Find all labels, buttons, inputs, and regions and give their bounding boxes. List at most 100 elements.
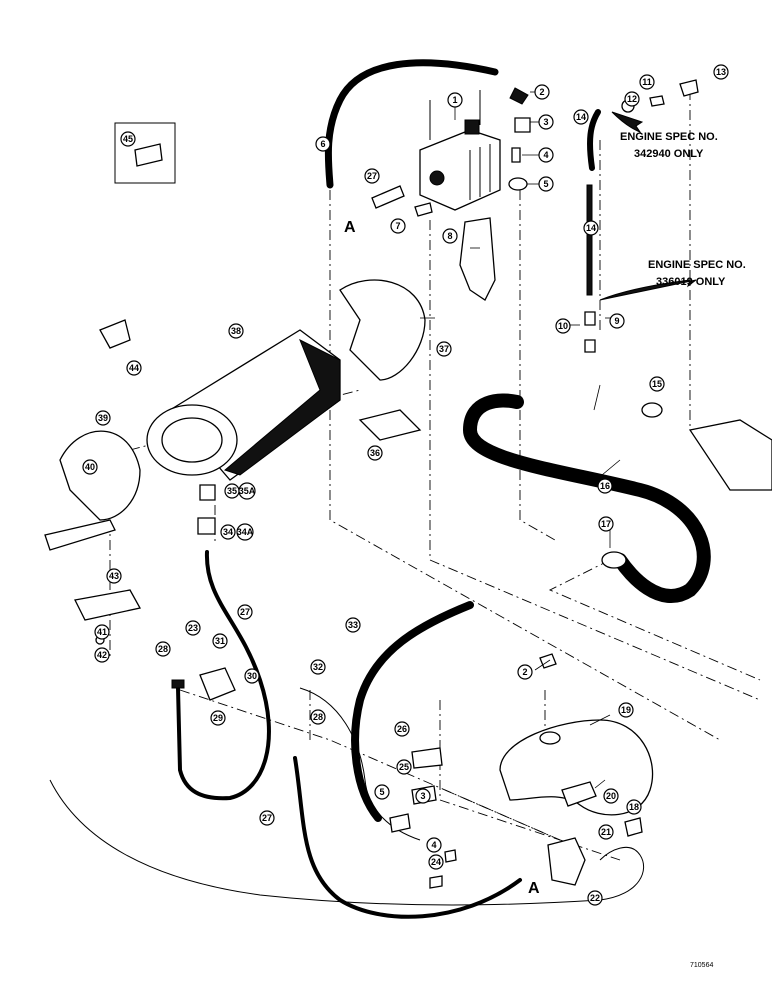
callout-label: 38 [231, 326, 241, 336]
callout-15: 15 [649, 376, 665, 392]
drawing-number: 710564 [690, 962, 713, 969]
callout-3: 3 [538, 114, 554, 130]
callout-14: 14 [573, 109, 589, 125]
callout-label: 35A [239, 486, 256, 496]
callout-42: 42 [94, 647, 110, 663]
callout-label: 3 [420, 791, 425, 801]
callout-35: 35 [224, 483, 240, 499]
callout-bubbles: 1234562778111213141491045373836441516394… [82, 64, 729, 906]
callout-33: 33 [345, 617, 361, 633]
callout-24: 24 [428, 854, 444, 870]
right-fittings [584, 79, 772, 569]
callout-28: 28 [310, 709, 326, 725]
callout-label: 3 [543, 117, 548, 127]
callout-20: 20 [603, 788, 619, 804]
callout-9: 9 [609, 313, 625, 329]
callout-label: 32 [313, 662, 323, 672]
callout-label: 12 [627, 94, 637, 104]
callout-34a: 34A [236, 523, 254, 541]
callout-label: 27 [240, 607, 250, 617]
callout-40: 40 [82, 459, 98, 475]
callout-label: 33 [348, 620, 358, 630]
callout-label: 19 [621, 705, 631, 715]
callout-label: 40 [85, 462, 95, 472]
callout-39: 39 [95, 410, 111, 426]
callout-31: 31 [212, 633, 228, 649]
fuel-filter [171, 484, 236, 701]
callout-label: 5 [543, 179, 548, 189]
callout-label: 25 [399, 762, 409, 772]
callout-5: 5 [374, 784, 390, 800]
callout-13: 13 [713, 64, 729, 80]
callout-43: 43 [106, 568, 122, 584]
callout-label: 27 [262, 813, 272, 823]
callout-25: 25 [396, 759, 412, 775]
callout-label: 15 [652, 379, 662, 389]
callout-label: 36 [370, 448, 380, 458]
callout-label: 7 [395, 221, 400, 231]
callout-32: 32 [310, 659, 326, 675]
callout-6: 6 [315, 136, 331, 152]
callout-27: 27 [364, 168, 380, 184]
callout-label: 31 [215, 636, 225, 646]
callout-26: 26 [394, 721, 410, 737]
line-22 [49, 779, 645, 906]
callout-label: 35 [227, 486, 237, 496]
callout-29: 29 [210, 710, 226, 726]
callout-41: 41 [94, 624, 110, 640]
callout-label: 42 [97, 650, 107, 660]
callout-label: 11 [642, 77, 652, 87]
hose-27-lower [293, 756, 522, 919]
callout-label: 45 [123, 134, 133, 144]
callout-10: 10 [555, 318, 571, 334]
callout-14: 14 [583, 220, 599, 236]
callout-19: 19 [618, 702, 634, 718]
callout-17: 17 [598, 516, 614, 532]
callout-45: 45 [120, 131, 136, 147]
callout-label: 6 [320, 139, 325, 149]
callout-label: 9 [614, 316, 619, 326]
callout-label: 37 [439, 344, 449, 354]
band-clamps [44, 279, 426, 551]
hose-27-upper [176, 550, 271, 801]
callout-34: 34 [220, 524, 236, 540]
callout-label: 30 [247, 671, 257, 681]
spec-label-b-line2: 336019 ONLY [656, 276, 726, 288]
thermostat-housing [419, 90, 501, 211]
callout-2: 2 [517, 664, 533, 680]
callout-11: 11 [639, 74, 655, 90]
callout-label: 17 [601, 519, 611, 529]
callout-label: 24 [431, 857, 441, 867]
callout-18: 18 [626, 799, 642, 815]
fittings-top [371, 87, 531, 301]
hose-6 [324, 59, 499, 189]
callout-label: 34 [223, 527, 233, 537]
callout-label: 8 [447, 231, 452, 241]
callout-label: 2 [522, 667, 527, 677]
callout-label: 21 [601, 827, 611, 837]
callout-label: 34A [237, 527, 254, 537]
callout-30: 30 [244, 668, 260, 684]
annotations: ENGINE SPEC NO. 342940 ONLY ENGINE SPEC … [344, 131, 746, 969]
callout-28: 28 [155, 641, 171, 657]
callout-label: 27 [367, 171, 377, 181]
connection-letter-top: A [344, 219, 356, 236]
callout-label: 20 [606, 791, 616, 801]
callout-27: 27 [259, 810, 275, 826]
callout-7: 7 [390, 218, 406, 234]
callout-label: 14 [586, 223, 596, 233]
callout-label: 16 [600, 481, 610, 491]
callout-label: 41 [97, 627, 107, 637]
callout-38: 38 [228, 323, 244, 339]
callout-23: 23 [185, 620, 201, 636]
callout-label: 29 [213, 713, 223, 723]
callout-3: 3 [415, 788, 431, 804]
hoses [49, 59, 711, 919]
callout-16: 16 [597, 478, 613, 494]
air-cleaner [146, 329, 341, 481]
callout-1: 1 [447, 92, 463, 108]
callout-35a: 35A [238, 482, 256, 500]
callout-label: 28 [313, 712, 323, 722]
hose-16 [462, 393, 711, 603]
